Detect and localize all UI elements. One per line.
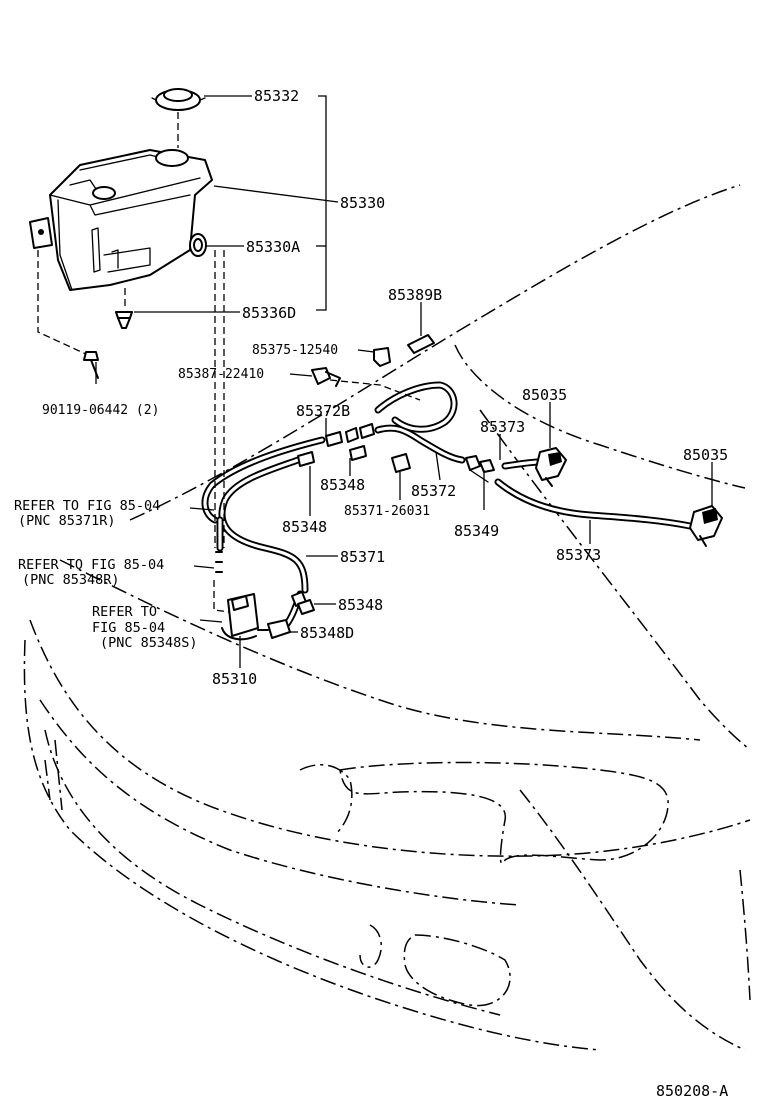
- reference-notes: REFER TO FIG 85-04 (PNC 85371R) REFER TO…: [14, 498, 198, 651]
- ref-note-85348s-line2: FIG 85-04: [92, 620, 165, 636]
- label-85348d: 85348D: [300, 624, 354, 642]
- label-85035-right: 85035: [683, 446, 728, 464]
- ref-note-85371r-line1: REFER TO FIG 85-04: [14, 498, 160, 514]
- label-85332: 85332: [254, 87, 299, 105]
- label-85336d: 85336D: [242, 304, 296, 322]
- label-85372: 85372: [411, 482, 456, 500]
- label-85348-c: 85348: [338, 596, 383, 614]
- reservoir-cap-icon: [151, 88, 206, 111]
- figure-id: 850208-A: [656, 1082, 728, 1100]
- label-85310: 85310: [212, 670, 257, 688]
- label-85371-26031: 85371-26031: [344, 504, 430, 519]
- label-85330a: 85330A: [246, 238, 300, 256]
- label-85348-b: 85348: [282, 518, 327, 536]
- label-85389b: 85389B: [388, 286, 442, 304]
- ref-note-85371r-line2: (PNC 85371R): [18, 513, 116, 529]
- label-85330: 85330: [340, 194, 385, 212]
- label-85387: 85387-22410: [178, 367, 264, 382]
- label-85349: 85349: [454, 522, 499, 540]
- washer-pump-icon: [221, 593, 291, 641]
- part-labels: 85332 85330 85330A 85336D 85389B 85375-1…: [42, 87, 728, 688]
- small-parts: [213, 250, 723, 641]
- label-85035-left: 85035: [522, 386, 567, 404]
- label-85372b: 85372B: [296, 402, 350, 420]
- bolt-icon: [83, 351, 99, 379]
- label-90119: 90119-06442 (2): [42, 403, 159, 418]
- washer-nozzle-icon: [535, 447, 567, 487]
- label-85373-lower: 85373: [556, 546, 601, 564]
- label-85373-upper: 85373: [480, 418, 525, 436]
- washer-hoses: [201, 381, 694, 634]
- ref-note-85348s-line3: (PNC 85348S): [100, 635, 198, 651]
- washer-reservoir-tank: [29, 88, 213, 379]
- ref-note-85348s-line1: REFER TO: [92, 604, 157, 620]
- label-85371: 85371: [340, 548, 385, 566]
- label-85375: 85375-12540: [252, 343, 338, 358]
- label-85348-a: 85348: [320, 476, 365, 494]
- car-body-outline: [23, 184, 751, 1051]
- washer-nozzle-icon: [689, 505, 723, 547]
- ref-note-85348r-line2: (PNC 85348R): [22, 572, 120, 588]
- leader-lines: [95, 95, 713, 668]
- ref-note-85348r-line1: REFER TO FIG 85-04: [18, 557, 164, 573]
